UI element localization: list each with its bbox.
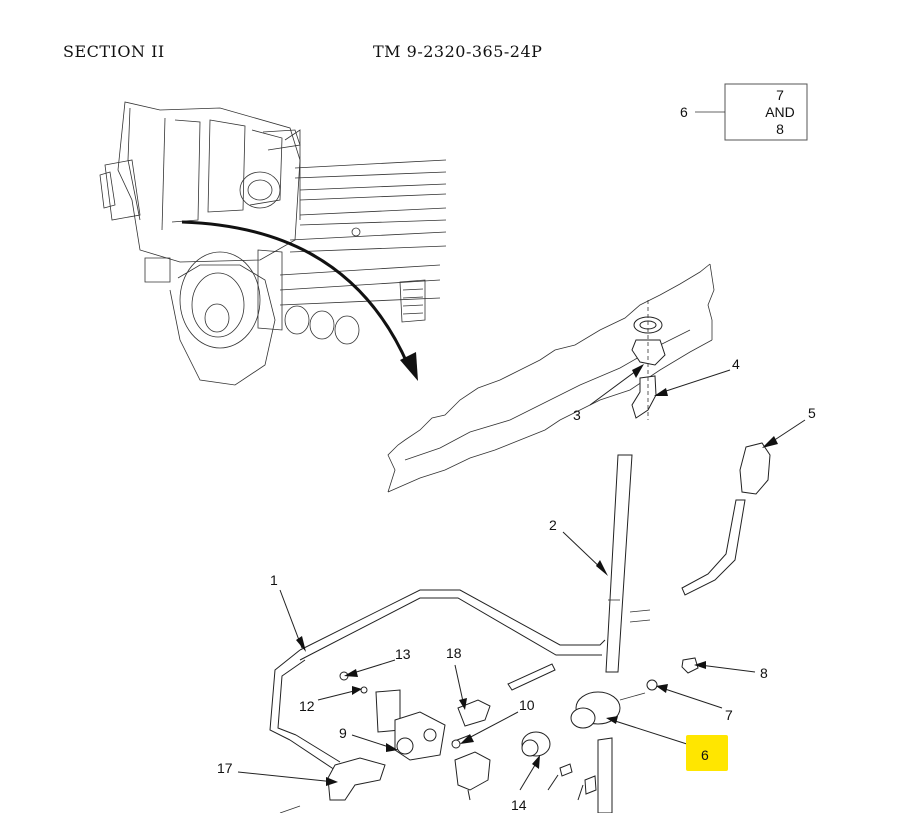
callout-14: 14 [511, 797, 527, 813]
location-arrow [181, 220, 418, 381]
callout-7: 7 [725, 707, 733, 723]
callout-1: 1 [270, 572, 278, 588]
callout-10: 10 [519, 697, 535, 713]
callout-13: 13 [395, 646, 411, 662]
item-6-highlight [686, 735, 728, 771]
elbow-fitting-upper [631, 300, 666, 420]
callout-5: 5 [808, 405, 816, 421]
reference-line3: 8 [776, 121, 784, 137]
callout-3: 3 [573, 407, 581, 423]
tube-2 [605, 454, 633, 673]
reference-callout: 6 [680, 104, 688, 120]
vehicle-illustration [99, 101, 447, 386]
reference-line2: AND [765, 104, 795, 120]
callout-9: 9 [339, 725, 347, 741]
leader-lines [237, 364, 806, 801]
callout-17: 17 [217, 760, 233, 776]
elbow-fitting-5 [681, 442, 771, 596]
callout-8: 8 [760, 665, 768, 681]
callout-12: 12 [299, 698, 315, 714]
tm-number: TM 9-2320-365-24P [373, 42, 543, 61]
section-header: SECTION II [63, 42, 165, 61]
reference-line1: 7 [776, 87, 784, 103]
lower-assemblies [279, 657, 699, 813]
tube-1 [269, 589, 651, 771]
callout-6: 6 [701, 747, 709, 763]
callout-4: 4 [732, 356, 740, 372]
reference-box: 6 7 AND 8 [680, 83, 808, 141]
callout-labels: 1 2 3 4 5 6 7 8 9 10 12 13 14 17 18 [217, 356, 816, 813]
callout-18: 18 [446, 645, 462, 661]
callout-2: 2 [549, 517, 557, 533]
